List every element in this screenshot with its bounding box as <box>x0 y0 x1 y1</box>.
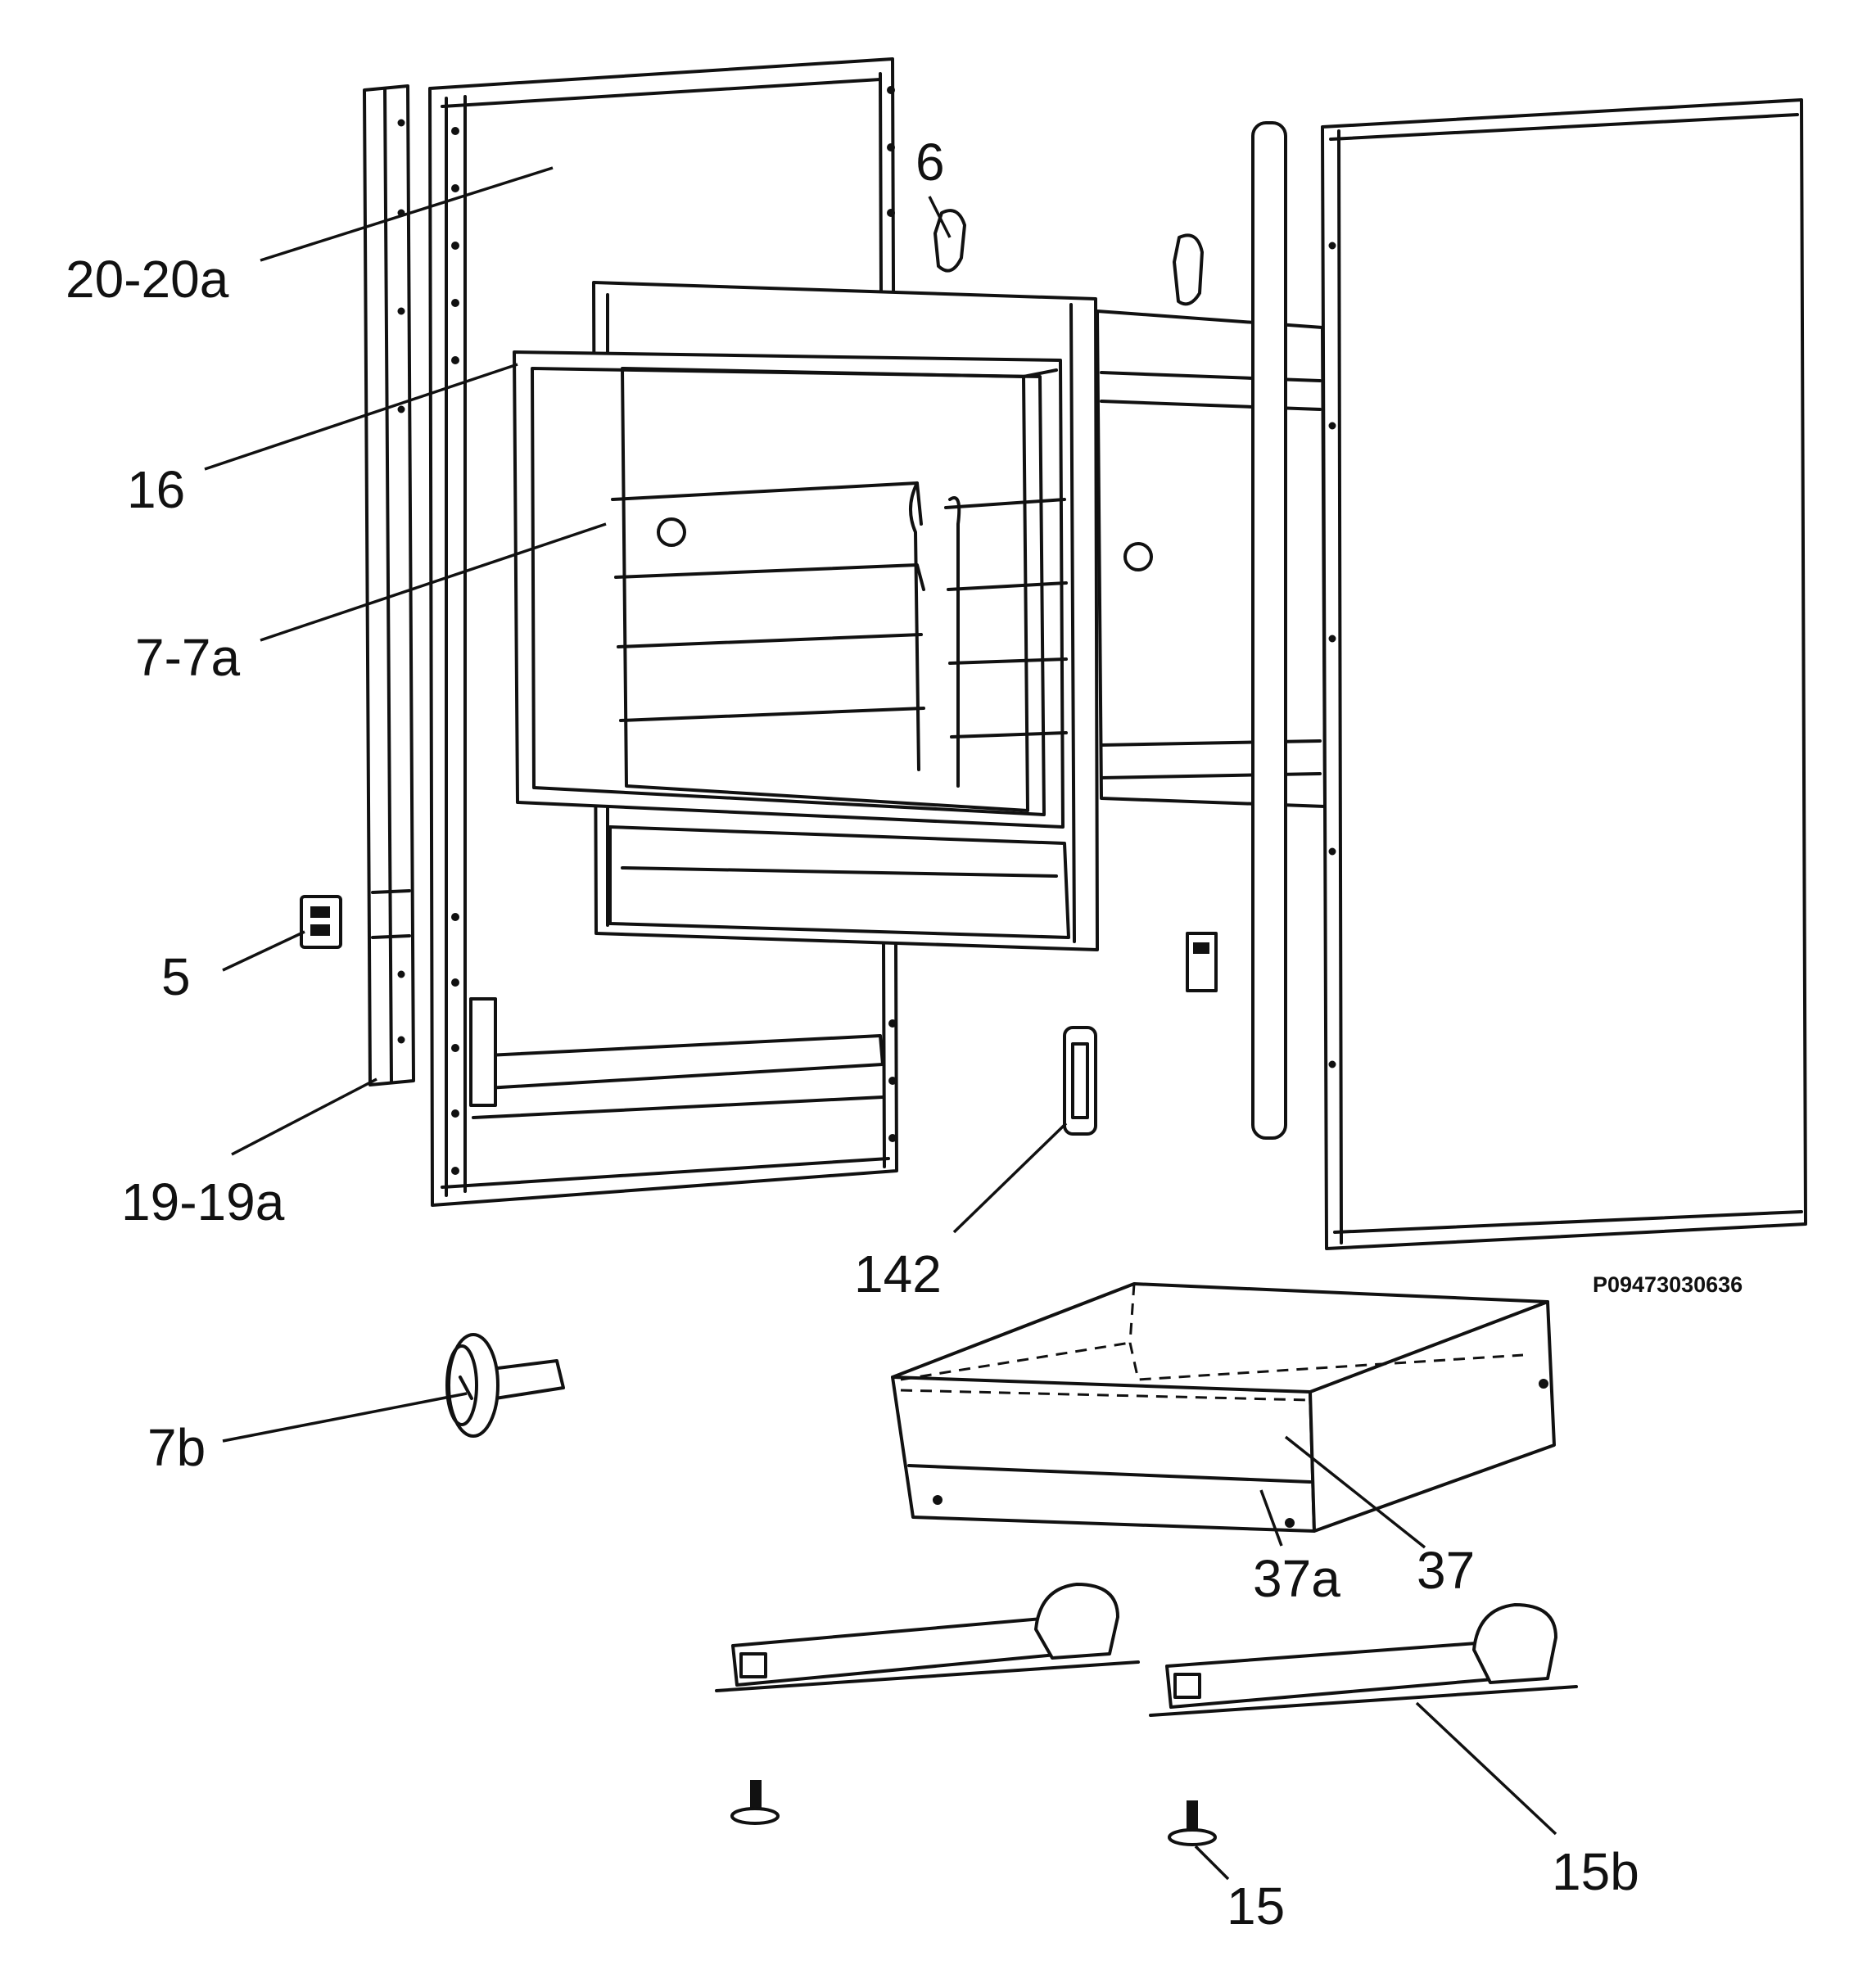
callout-19-19a: 19-19a <box>121 1172 285 1231</box>
leader-6 <box>928 196 952 238</box>
leader-7b <box>222 1392 468 1443</box>
callout-6: 6 <box>915 133 945 192</box>
leader-15 <box>1194 1845 1230 1881</box>
support-foot-right <box>1149 1603 1578 1717</box>
callout-37a: 37a <box>1253 1549 1340 1608</box>
callout-15: 15 <box>1227 1877 1285 1936</box>
screw-left <box>730 1780 780 1825</box>
leader-16 <box>204 363 518 471</box>
leader-lines <box>204 166 1557 1881</box>
leader-37a <box>1259 1489 1283 1547</box>
storage-drawer <box>891 1282 1556 1533</box>
callout-7-7a: 7-7a <box>135 628 241 687</box>
callout-labels: 20-20a 6 16 7-7a 5 19-19a 142 7b 37a 37 … <box>66 133 1743 1936</box>
leader-19-19a <box>231 1077 377 1156</box>
control-knob <box>445 1333 565 1438</box>
callout-15b: 15b <box>1552 1842 1639 1901</box>
hinge-part-6 <box>933 209 1204 306</box>
leader-5 <box>222 930 305 972</box>
hinge-part-142 <box>1063 1026 1097 1136</box>
leader-7-7a <box>260 522 607 642</box>
clip-part-5 <box>300 895 342 949</box>
leader-20-20a <box>260 166 554 262</box>
rear-panel <box>1096 309 1327 808</box>
right-side-panel <box>1321 98 1807 1250</box>
leader-15b <box>1415 1701 1557 1836</box>
support-foot-left <box>715 1583 1140 1692</box>
callout-5: 5 <box>161 947 191 1006</box>
callout-16: 16 <box>127 460 185 519</box>
callout-7b: 7b <box>147 1418 206 1477</box>
leader-142 <box>952 1122 1068 1234</box>
oven-shelf-rack <box>611 481 1068 788</box>
callout-20-20a: 20-20a <box>66 250 229 309</box>
callout-37: 37 <box>1417 1541 1475 1600</box>
screw-right <box>1168 1800 1217 1846</box>
leader-37 <box>1284 1435 1426 1549</box>
right-side-rail <box>1186 121 1287 1140</box>
drawing-code: P09473030636 <box>1593 1272 1743 1297</box>
left-side-rail <box>363 84 415 1086</box>
oven-liner <box>513 350 1065 829</box>
callout-142: 142 <box>854 1244 942 1303</box>
